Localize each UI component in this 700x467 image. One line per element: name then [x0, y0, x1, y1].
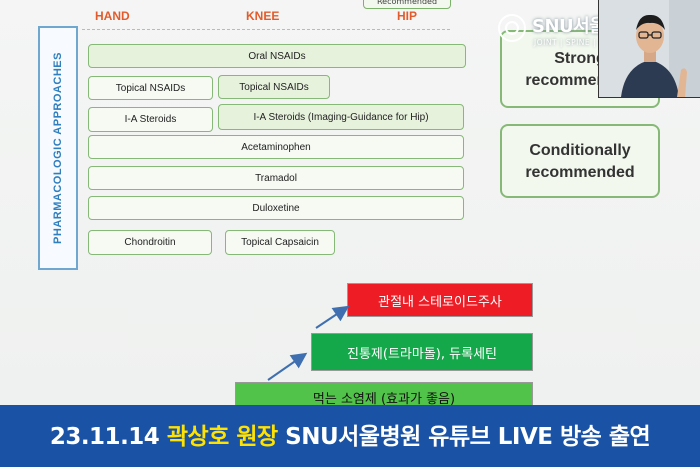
box-topical-nsaids-hand: Topical NSAIDs — [88, 76, 213, 100]
box-ia-steroids-knee-hip: I-A Steroids (Imaging-Guidance for Hip) — [218, 104, 464, 130]
header-hip: HIP — [397, 9, 418, 23]
header-hand: HAND — [95, 9, 130, 23]
box-topical-capsaicin: Topical Capsaicin — [225, 230, 335, 255]
banner-rest: SNU서울병원 유튜브 LIVE 방송 출연 — [285, 424, 651, 450]
banner-person: 곽상호 원장 — [166, 424, 278, 450]
pharmacologic-approaches-label: PHARMACOLOGIC APPROACHES — [38, 26, 78, 270]
broadcast-banner: 23.11.14 곽상호 원장 SNU서울병원 유튜브 LIVE 방송 출연 — [0, 405, 700, 467]
legend-conditional-line1: Conditionally — [529, 142, 631, 159]
hospital-logo-icon — [498, 14, 526, 42]
box-oral-nsaids: Oral NSAIDs — [88, 44, 466, 68]
top-recommended-box: Recommended — [363, 0, 451, 9]
header-knee: KNEE — [246, 9, 280, 23]
side-label-text: PHARMACOLOGIC APPROACHES — [52, 52, 64, 244]
arrow-up-1 — [267, 352, 308, 381]
brand-tagline: JOINT | SPINE | SURGERY — [534, 38, 638, 47]
pyramid-top-ia-steroid: 관절내 스테로이드주사 — [347, 283, 533, 317]
box-topical-nsaids-knee: Topical NSAIDs — [218, 75, 330, 99]
banner-text: 23.11.14 곽상호 원장 SNU서울병원 유튜브 LIVE 방송 출연 — [0, 417, 700, 451]
banner-date: 23.11.14 — [49, 424, 160, 450]
legend-strong-line1: Strong — [554, 50, 606, 67]
divider-line — [82, 29, 450, 30]
box-chondroitin: Chondroitin — [88, 230, 212, 255]
box-ia-steroids-hand: I-A Steroids — [88, 107, 213, 132]
legend-conditionally-recommended: Conditionally recommended — [500, 124, 660, 198]
pyramid-arrows — [267, 305, 350, 381]
legend-conditional-line2: recommended — [525, 164, 635, 181]
box-duloxetine: Duloxetine — [88, 196, 464, 220]
presenter-webcam — [598, 0, 700, 98]
box-acetaminophen: Acetaminophen — [88, 135, 464, 159]
box-tramadol: Tramadol — [88, 166, 464, 190]
pyramid-middle-analgesics: 진통제(트라마돌), 듀록세틴 — [311, 333, 533, 371]
arrow-up-2 — [315, 305, 350, 329]
